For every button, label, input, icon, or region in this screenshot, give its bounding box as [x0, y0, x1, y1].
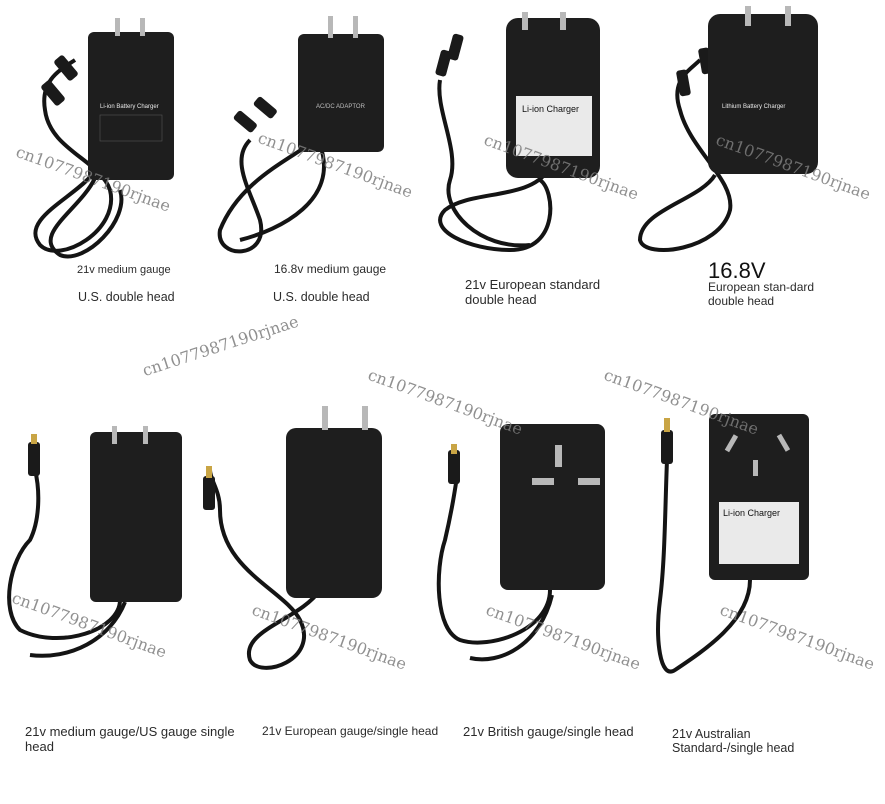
product-subtitle: European stan-dard double head	[708, 280, 815, 308]
product-subtitle: U.S. double head	[273, 290, 370, 304]
label-text: Li-ion Battery Charger	[100, 104, 159, 110]
charger-us-single-image	[7, 426, 182, 658]
product-subtitle: U.S. double head	[78, 290, 175, 304]
product-subtitle: 21v European standard double head	[465, 277, 601, 307]
product-tile-au-single-21v: Li-ion Charger 21v Australian Standard-/…	[655, 390, 885, 790]
product-subtitle: 21v European gauge/single head	[262, 724, 439, 738]
product-tile-eu-single-21v: 21v European gauge/single head	[203, 390, 460, 790]
product-tile-us-single-21v: 21v medium gauge/US gauge single head	[0, 390, 260, 790]
label-text: Lithium Battery Charger	[722, 104, 785, 110]
product-title: 21v medium gauge	[77, 264, 171, 276]
product-tile-eu-double-168v: Lithium Battery Charger 16.8V European s…	[637, 0, 885, 330]
product-tile-eu-double-21v: Li-ion Charger 21v European standard dou…	[430, 0, 660, 330]
label-text: AC/DC ADAPTOR	[316, 104, 366, 110]
charger-eu-single-image	[203, 406, 382, 670]
charger-us-double-image: Li-ion Battery Charger	[33, 18, 174, 259]
product-subtitle: 21v British gauge/single head	[463, 724, 634, 739]
product-title: 16.8v medium gauge	[274, 262, 387, 276]
label-text: Li-ion Charger	[723, 508, 780, 518]
product-tile-us-double-21v: Li-ion Battery Charger 21v medium gauge …	[0, 0, 220, 330]
charger-us-double-image: AC/DC ADAPTOR	[217, 16, 384, 254]
charger-eu-double-image: Li-ion Charger	[435, 12, 600, 253]
product-tile-us-double-168v: AC/DC ADAPTOR 16.8v medium gauge U.S. do…	[217, 0, 430, 330]
charger-eu-double-image: Lithium Battery Charger	[637, 6, 818, 252]
charger-au-single-image: Li-ion Charger	[656, 414, 809, 674]
product-tile-uk-single-21v: 21v British gauge/single head	[436, 390, 655, 790]
charger-uk-single-image	[436, 424, 605, 662]
product-subtitle: 21v medium gauge/US gauge single head	[25, 724, 235, 754]
product-subtitle: 21v Australian Standard-/single head	[672, 727, 795, 756]
label-text: Li-ion Charger	[522, 104, 579, 114]
product-title: 16.8V	[708, 258, 766, 283]
